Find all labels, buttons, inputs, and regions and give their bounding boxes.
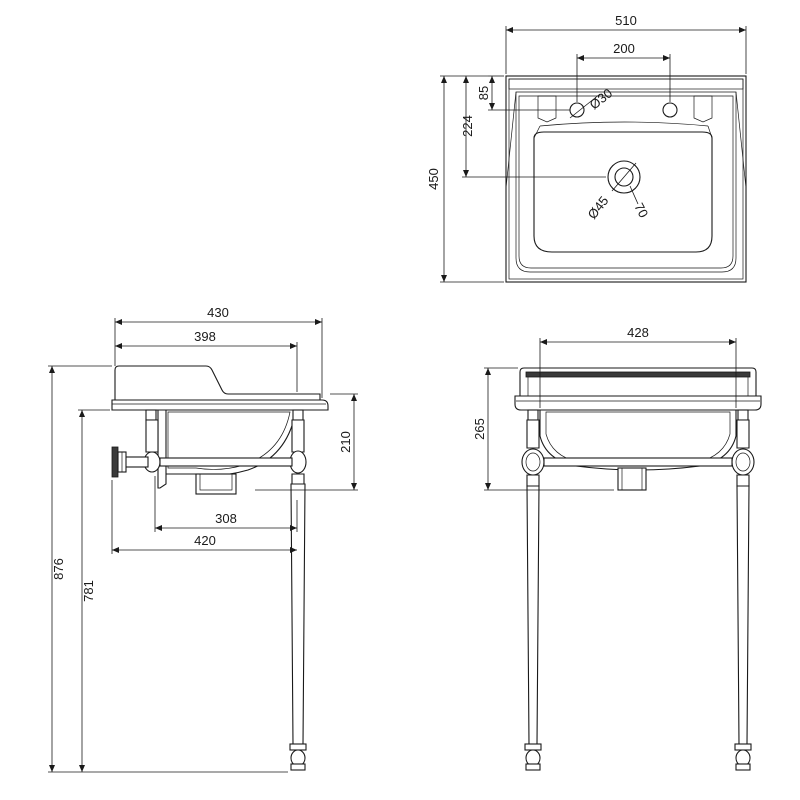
dim-308: 308 <box>215 511 237 526</box>
top-view: 510 200 85 224 450 Ø30 Ø45 70 <box>426 13 747 283</box>
dim-510: 510 <box>615 13 637 28</box>
front-leg-left <box>526 485 540 745</box>
wall-fixing <box>111 446 119 478</box>
front-rail <box>543 457 733 467</box>
waste-inner <box>614 167 634 187</box>
dim-876: 876 <box>51 558 66 580</box>
dim-450: 450 <box>426 168 441 190</box>
side-upstand <box>114 365 321 401</box>
dim-781: 781 <box>81 580 96 602</box>
tap-hole-left <box>569 102 585 118</box>
dim-210: 210 <box>338 431 353 453</box>
dim-85: 85 <box>476 86 491 100</box>
tap-hole-right <box>662 102 678 118</box>
dim-waste-hole: Ø45 <box>585 193 612 222</box>
dim-420: 420 <box>194 533 216 548</box>
towel-rail <box>159 457 293 467</box>
dim-waste-inner: 70 <box>631 200 651 220</box>
side-view: 430 398 210 308 420 876 781 <box>48 305 358 773</box>
bowl-outline <box>533 131 713 253</box>
dim-428: 428 <box>627 325 649 340</box>
waste-outer <box>607 160 641 194</box>
dim-430: 430 <box>207 305 229 320</box>
dim-265: 265 <box>472 418 487 440</box>
front-view: 428 265 <box>472 325 762 771</box>
front-leg-right <box>736 485 750 745</box>
dim-398: 398 <box>194 329 216 344</box>
dim-200: 200 <box>613 41 635 56</box>
dim-224: 224 <box>460 115 475 137</box>
basin-outline <box>505 75 747 283</box>
dim-tap-hole: Ø30 <box>587 85 616 112</box>
side-leg <box>290 483 306 745</box>
